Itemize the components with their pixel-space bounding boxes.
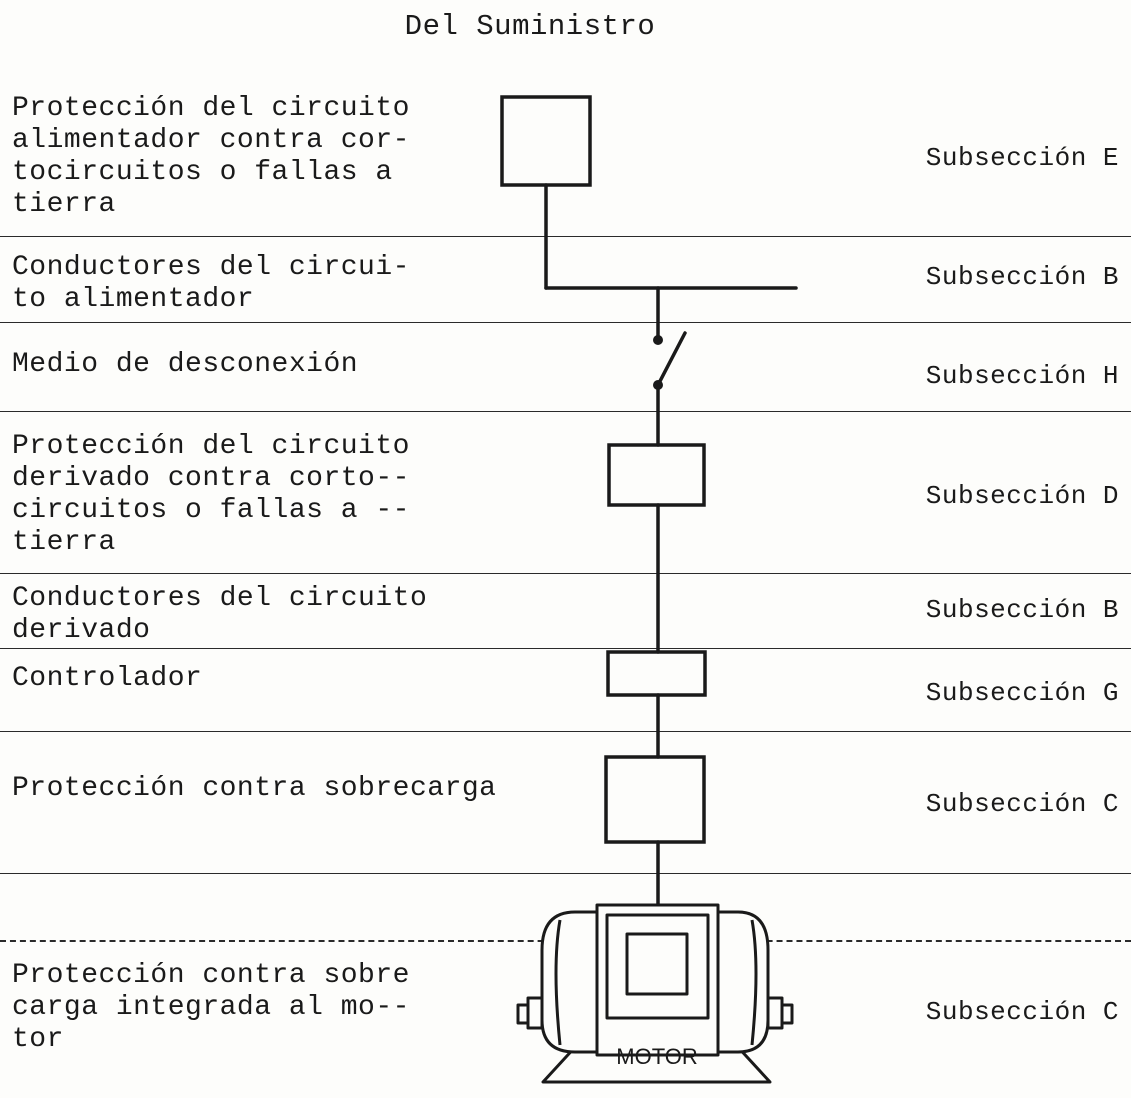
subsection-label: Subsección C <box>925 997 1119 1027</box>
separator-line <box>0 731 1131 732</box>
separator-line <box>0 648 1131 649</box>
section-label-feeder-conductors: Conductores del circui- to alimentador <box>12 252 410 315</box>
disconnect-switch-blade <box>656 331 687 387</box>
subsection-label: Subsección B <box>925 262 1119 292</box>
controller-box <box>606 650 707 697</box>
motor-label: MOTOR <box>616 1044 697 1069</box>
subsection-label: Subsección D <box>925 481 1119 511</box>
section-label-branch-conductors: Conductores del circuito derivado <box>12 583 428 646</box>
switch-contact-top <box>653 335 663 345</box>
subsection-label: Subsección H <box>925 361 1119 391</box>
separator-line <box>0 322 1131 323</box>
diagram-title: Del Suministro <box>404 10 656 43</box>
subsection-label: Subsección E <box>925 143 1119 173</box>
motor-icon <box>516 903 794 1084</box>
subsection-label: Subsección G <box>925 678 1119 708</box>
separator-line <box>0 236 1131 237</box>
separator-line <box>0 573 1131 574</box>
section-label-overload-protection: Protección contra sobrecarga <box>12 773 497 804</box>
switch-contact-bottom <box>653 380 663 390</box>
section-label-feeder-protection: Protección del circuito alimentador cont… <box>12 93 410 220</box>
section-label-motor-overload: Protección contra sobre carga integrada … <box>12 960 410 1055</box>
section-label-branch-protection: Protección del circuito derivado contra … <box>12 431 410 558</box>
feeder-protection-box <box>500 95 592 187</box>
subsection-label: Subsección C <box>925 789 1119 819</box>
separator-line <box>0 873 1131 874</box>
branch-protection-box <box>607 443 706 507</box>
subsection-label: Subsección B <box>925 595 1119 625</box>
section-label-controller: Controlador <box>12 663 203 694</box>
separator-line <box>0 411 1131 412</box>
section-label-disconnect: Medio de desconexión <box>12 349 359 380</box>
overload-protection-box <box>604 755 706 844</box>
